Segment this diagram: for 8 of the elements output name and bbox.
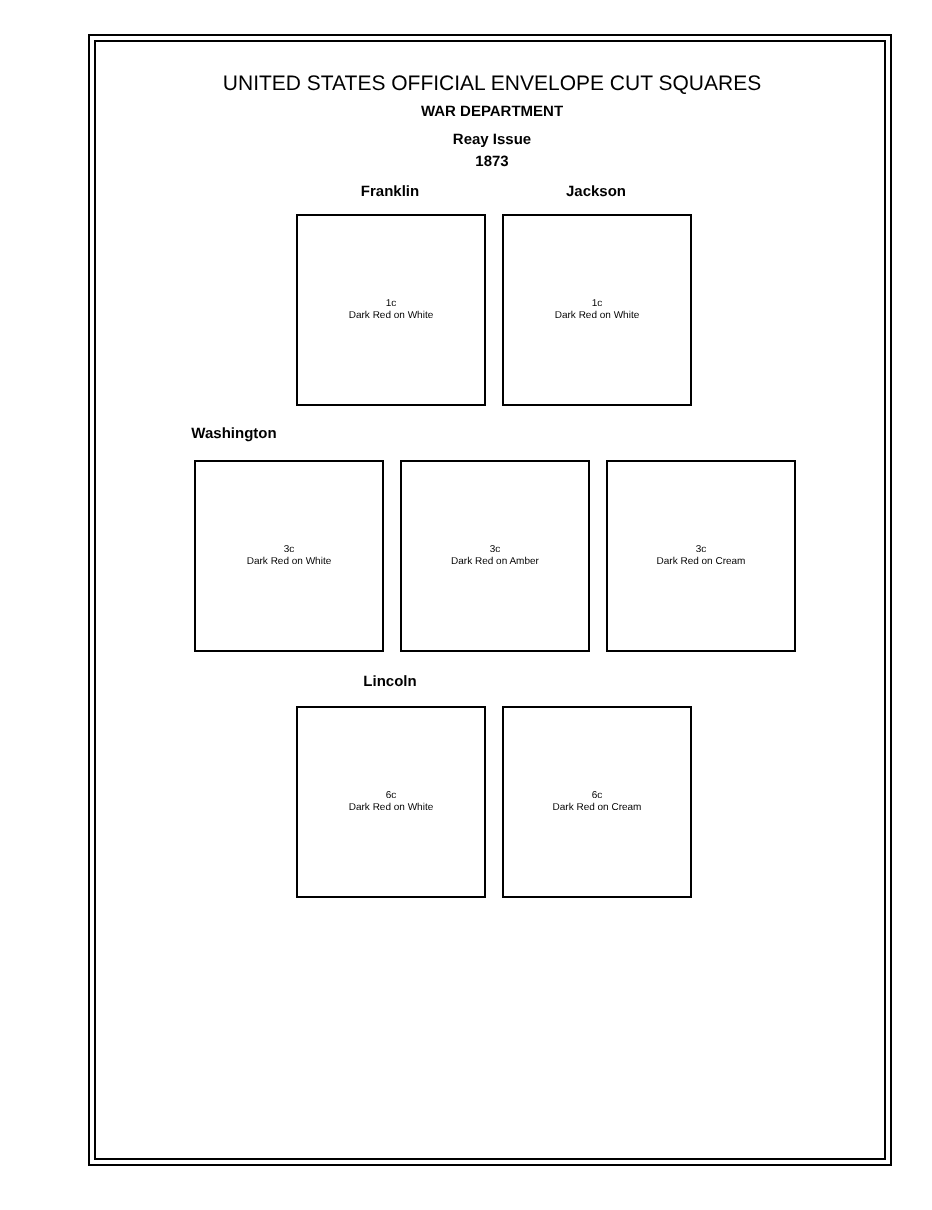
stamp-mount-box	[296, 214, 486, 406]
stamp-mount-box	[296, 706, 486, 898]
stamp-mount-box	[502, 214, 692, 406]
stamp-mount-box	[194, 460, 384, 652]
stamp-mount-box	[606, 460, 796, 652]
stamp-mount-box	[400, 460, 590, 652]
stamp-mount-box	[502, 706, 692, 898]
page-title: UNITED STATES OFFICIAL ENVELOPE CUT SQUARES	[222, 72, 762, 96]
